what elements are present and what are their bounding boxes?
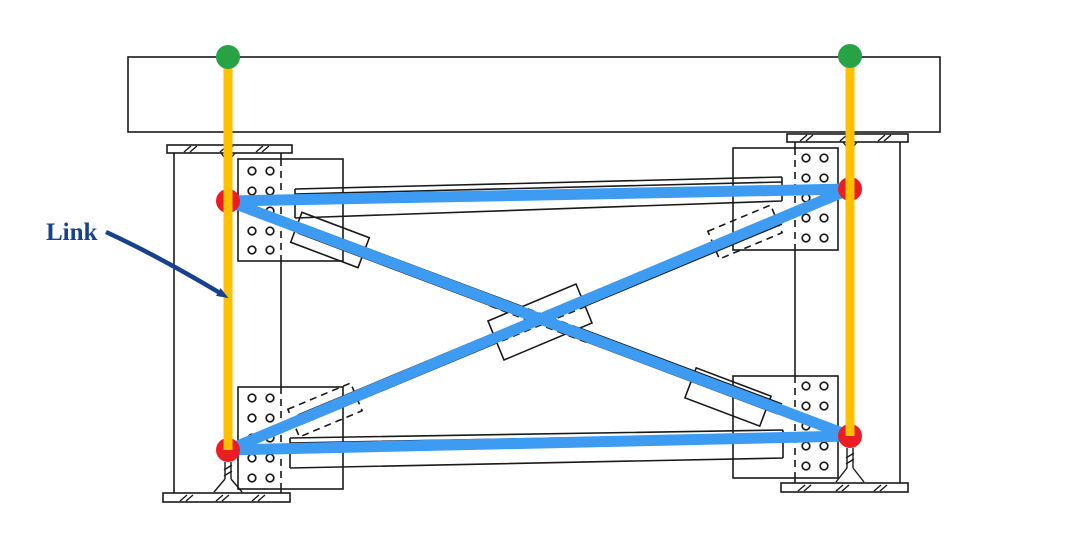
left-column-base-plate	[162, 492, 291, 503]
right-column	[780, 133, 909, 493]
top-node-left	[216, 45, 240, 69]
brace-top-chord	[222, 183, 856, 207]
right-base-stiffener	[835, 448, 865, 483]
left-base-hatch	[179, 494, 266, 502]
link-label: Link	[46, 219, 98, 246]
top-node-right	[838, 44, 862, 68]
right-column-base-plate	[780, 482, 909, 493]
top-chord-member	[294, 176, 783, 219]
link-arrow	[105, 229, 229, 299]
brace-diagonal-counter	[222, 183, 856, 456]
link-annotation: Link	[46, 219, 229, 299]
gusset-top-right	[732, 147, 839, 251]
brace-bottom-chord	[222, 430, 856, 456]
left-column	[162, 144, 293, 503]
right-base-hatch	[797, 484, 888, 492]
top-beam	[127, 56, 941, 133]
left-base-stiffener	[213, 462, 243, 493]
